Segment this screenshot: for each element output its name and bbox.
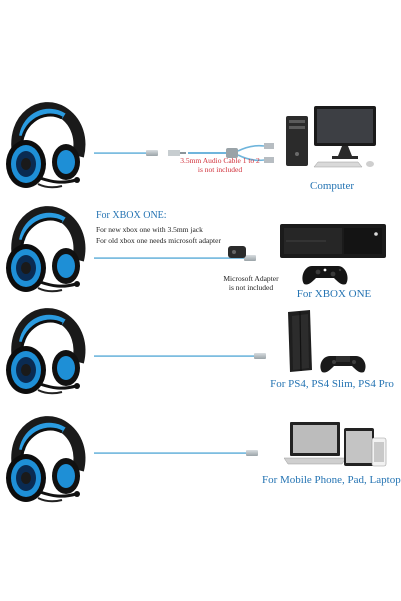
cable-note: 3.5mm Audio Cable 1 to 2 is not included [172,156,268,174]
device-label-mobile: For Mobile Phone, Pad, Laptop [262,474,401,486]
cable-plug [146,150,158,156]
audio-cable [94,452,246,454]
audio-cable [94,355,254,357]
headset-icon [0,200,92,296]
row-mobile: For Mobile Phone, Pad, Laptop [0,400,401,510]
xbox-console-icon [278,218,390,286]
adapter-note-line-2: is not included [228,283,274,292]
device-label-xbox: For XBOX ONE [296,288,372,300]
audio-cable [94,152,146,154]
headset-icon [0,96,92,192]
cable-plug [254,353,266,359]
device-label-computer: Computer [310,180,354,192]
row-ps4: For PS4, PS4 Slim, PS4 Pro [0,302,401,402]
xbox-line-1: For new xbox one with 3.5mm jack [96,225,203,234]
xbox-heading: For XBOX ONE: [96,210,167,221]
row-xbox: For XBOX ONE: For new xbox one with 3.5m… [0,198,401,308]
headset-icon [0,410,92,506]
adapter-note: Microsoft Adapter is not included [212,274,290,292]
row-computer: 3.5mm Audio Cable 1 to 2 is not included… [0,96,401,206]
cable-plug [244,255,256,261]
splitter-cable-icon [168,142,280,164]
device-label-ps4: For PS4, PS4 Slim, PS4 Pro [270,378,394,390]
ps4-console-icon [278,308,388,374]
adapter-icon [226,244,250,260]
adapter-note-line-1: Microsoft Adapter [223,274,279,283]
cable-note-line-2: is not included [197,165,243,174]
audio-cable [94,257,244,259]
cable-note-line-1: 3.5mm Audio Cable 1 to 2 [180,156,260,165]
mobile-devices-icon [284,418,394,470]
cable-plug [246,450,258,456]
computer-icon [282,104,382,168]
xbox-line-2: For old xbox one needs microsoft adapter [96,236,221,245]
headset-icon [0,302,92,398]
